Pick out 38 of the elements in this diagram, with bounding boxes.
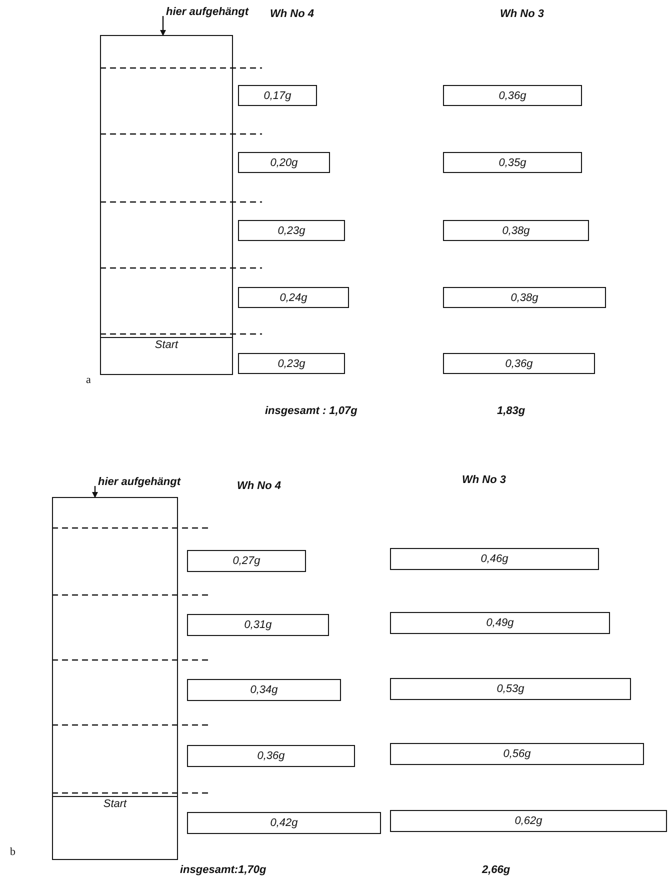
total-label: insgesamt : 1,07g [265,405,358,417]
weight-bar: 0,36g [443,85,582,106]
weight-bar: 0,62g [390,810,667,832]
annotation-text: hier aufgehängt [166,6,249,18]
weight-bar: 0,20g [238,152,330,173]
column-heading: Wh No 3 [462,474,506,486]
panel-label: b [10,846,16,858]
column-heading: Wh No 4 [237,480,281,492]
arrow [92,486,98,498]
weight-bar: 0,34g [187,679,341,701]
sample-strip [100,35,233,375]
weight-bar: 0,27g [187,550,306,572]
total-label: 1,83g [497,405,526,417]
panel-label: a [86,374,91,386]
column-heading: Wh No 3 [500,8,544,20]
weight-bar: 0,36g [443,353,595,374]
weight-bar: 0,42g [187,812,381,834]
weight-bar: 0,38g [443,287,606,308]
weight-bar: 0,24g [238,287,349,308]
weight-bar: 0,17g [238,85,317,106]
weight-bar: 0,38g [443,220,589,241]
weight-bar: 0,53g [390,678,631,700]
weight-bar: 0,36g [187,745,355,767]
sample-strip [52,497,178,860]
weight-bar: 0,23g [238,220,345,241]
weight-bar: 0,49g [390,612,610,634]
total-label: insgesamt:1,70g [180,864,266,876]
total-label: 2,66g [482,864,510,876]
weight-bar: 0,46g [390,548,599,570]
weight-bar: 0,31g [187,614,329,636]
annotation-text: hier aufgehängt [98,476,181,488]
start-label: Start [154,339,178,351]
weight-bar: 0,23g [238,353,345,374]
start-label: Start [103,798,127,810]
weight-bar: 0,56g [390,743,644,765]
arrow [160,16,166,36]
weight-bar: 0,35g [443,152,582,173]
column-heading: Wh No 4 [270,8,314,20]
